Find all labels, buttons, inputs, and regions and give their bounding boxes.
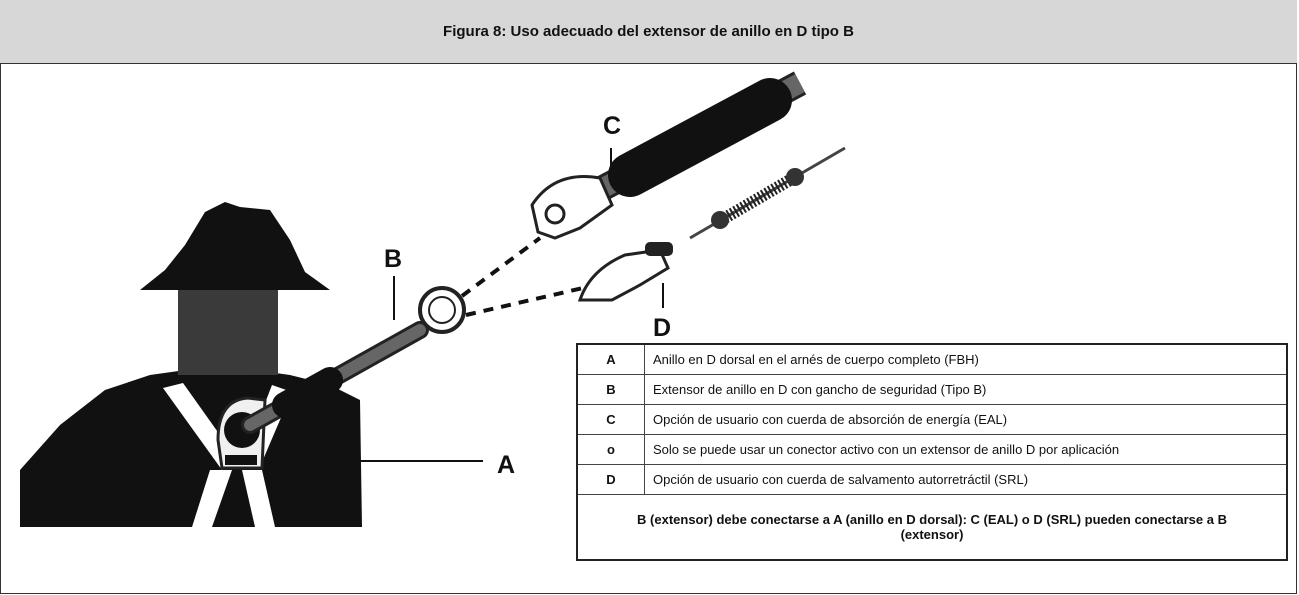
legend-row: C Opción de usuario con cuerda de absorc… — [576, 404, 1288, 435]
snap-hook — [530, 175, 614, 240]
legend-text: Anillo en D dorsal en el arnés de cuerpo… — [644, 343, 1288, 375]
carabiner — [577, 248, 670, 302]
legend-table: A Anillo en D dorsal en el arnés de cuer… — [576, 343, 1288, 561]
legend-text: Opción de usuario con cuerda de absorció… — [644, 404, 1288, 435]
callout-c: C — [603, 112, 621, 140]
dorsal-d-ring — [216, 396, 267, 470]
callout-b: B — [384, 245, 402, 273]
shock-absorber — [530, 71, 807, 240]
figure-title: Figura 8: Uso adecuado del extensor de a… — [443, 23, 854, 40]
legend-text: Opción de usuario con cuerda de salvamen… — [644, 464, 1288, 495]
title-bar: Figura 8: Uso adecuado del extensor de a… — [0, 0, 1297, 64]
callout-d: D — [653, 314, 671, 342]
d-ring-extender — [241, 286, 466, 434]
legend-key: C — [576, 404, 645, 435]
legend-text: Extensor de anillo en D con gancho de se… — [644, 374, 1288, 405]
legend-key: A — [576, 343, 645, 375]
worker-silhouette — [20, 202, 362, 527]
illustration: C B D A — [20, 71, 846, 527]
legend-row: A Anillo en D dorsal en el arnés de cuer… — [576, 343, 1288, 375]
legend-key: B — [576, 374, 645, 405]
connection-line-c — [460, 236, 542, 298]
legend-note: B (extensor) debe conectarse a A (anillo… — [576, 494, 1288, 561]
srl-cable — [577, 146, 846, 302]
legend-note-row: B (extensor) debe conectarse a A (anillo… — [576, 494, 1288, 561]
legend-key: D — [576, 464, 645, 495]
legend-key: o — [576, 434, 645, 465]
legend-row: D Opción de usuario con cuerda de salvam… — [576, 464, 1288, 495]
connection-line-d — [465, 286, 584, 317]
legend-text: Solo se puede usar un conector activo co… — [644, 434, 1288, 465]
legend-row: B Extensor de anillo en D con gancho de … — [576, 374, 1288, 405]
callout-a: A — [497, 451, 515, 479]
legend-row: o Solo se puede usar un conector activo … — [576, 434, 1288, 465]
